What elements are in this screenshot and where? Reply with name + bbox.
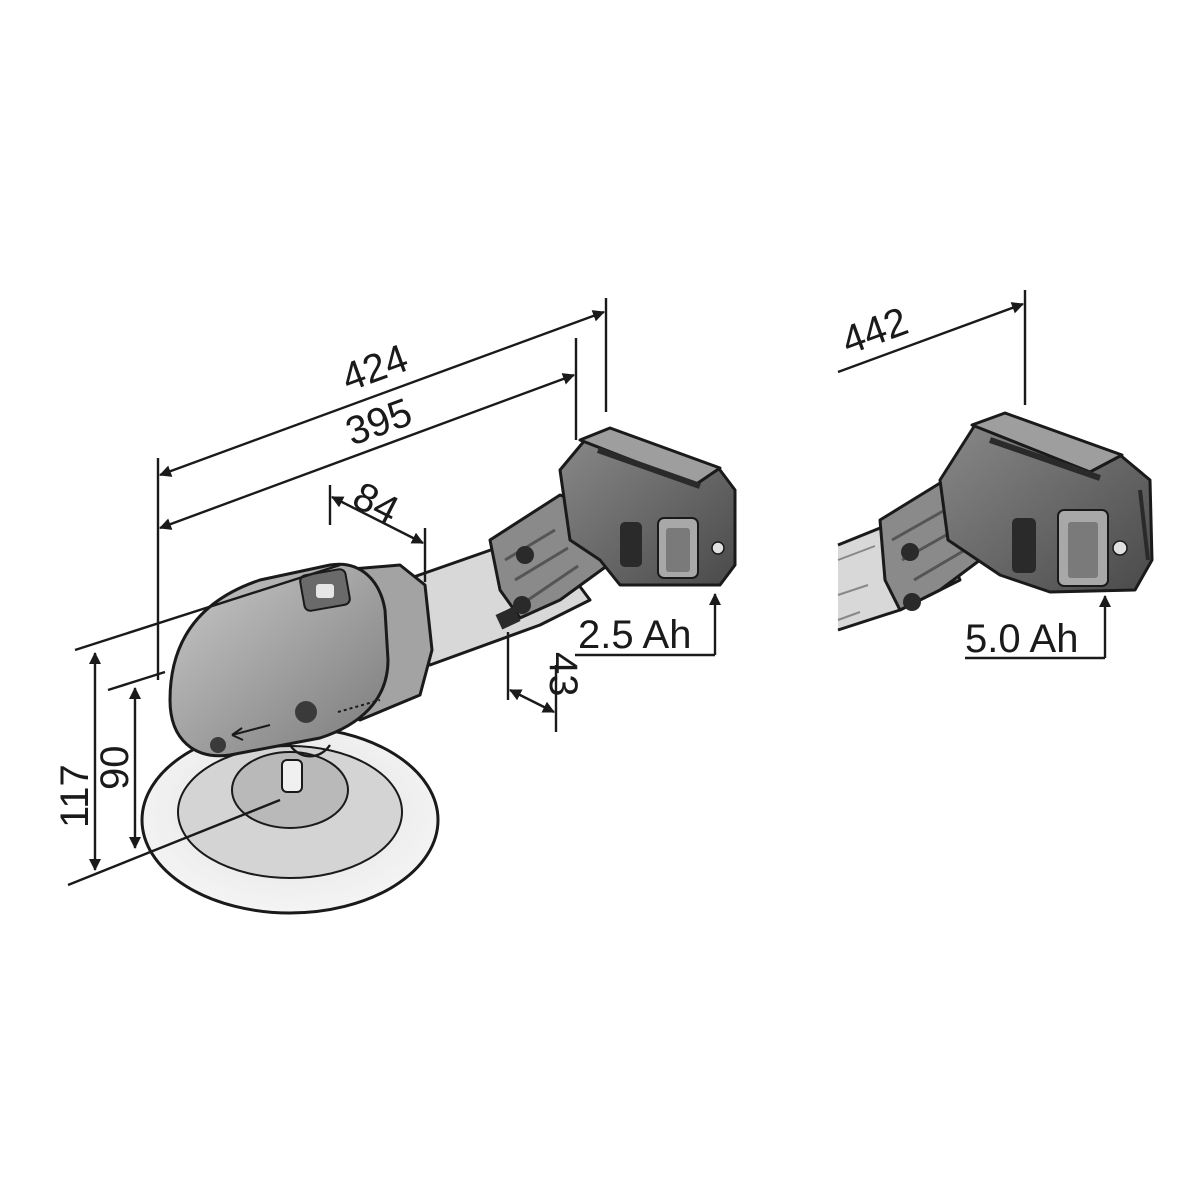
dim-43-label: 43 <box>541 652 585 697</box>
dim-84-label: 84 <box>346 474 406 533</box>
dim-90-label: 90 <box>93 746 137 791</box>
polisher-5-0ah <box>837 411 1154 632</box>
battery-5-0ah-label: 5.0 Ah <box>965 617 1078 661</box>
dim-442-label: 442 <box>836 299 914 363</box>
dim-117-label: 117 <box>53 764 97 828</box>
polisher-2-5ah <box>140 426 737 915</box>
dimension-lines <box>67 290 1111 887</box>
dimension-labels: 424 395 84 43 117 90 2.5 Ah 442 5.0 Ah <box>53 299 1078 828</box>
battery-2-5ah-label: 2.5 Ah <box>578 613 691 657</box>
